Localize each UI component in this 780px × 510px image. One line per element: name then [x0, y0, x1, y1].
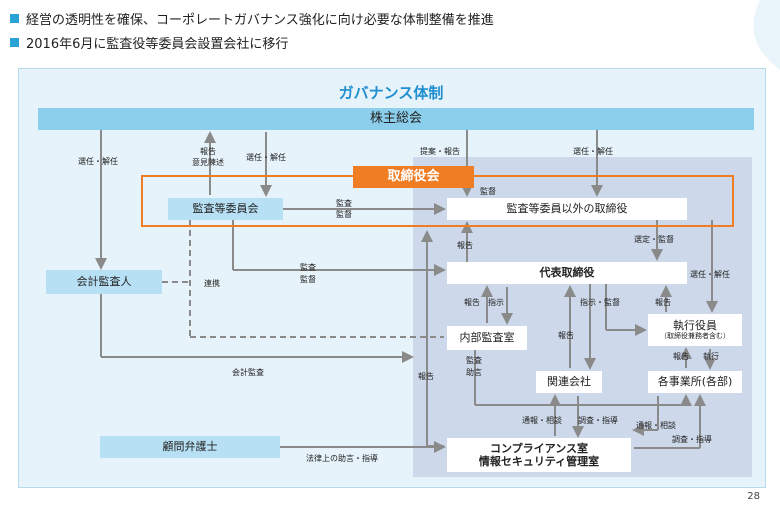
label-advice: 助言 [466, 368, 482, 377]
bullet-2-text: 2016年6月に監査役等委員会設置会社に移行 [26, 37, 289, 52]
label-elect-dismiss-directors: 選任・解任 [573, 147, 613, 156]
label-accounting-audit: 会計監査 [232, 368, 264, 377]
label-audit-2: 監査 [300, 263, 316, 272]
label-supervise-2: 監督 [300, 275, 316, 284]
executive-officers-box: 執行役員 （取締役兼務者含む） [648, 314, 742, 346]
related-companies-box: 関連会社 [536, 371, 602, 393]
internal-audit-office-box: 内部監査室 [447, 326, 527, 350]
label-report-compliance: 報告 [418, 372, 434, 381]
label-propose-report: 提案・報告 [420, 147, 460, 156]
compliance-office-box: コンプライアンス室 情報セキュリティ管理室 [447, 438, 631, 472]
shareholders-meeting-box: 株主総会 [38, 108, 754, 130]
label-cooperation: 連携 [204, 279, 220, 288]
information-security-office-title: 情報セキュリティ管理室 [478, 455, 600, 468]
bullet-1: 経営の透明性を確保、コーポレートガバナンス強化に向け必要な体制整備を推進 [10, 9, 494, 28]
label-appoint-supervise: 選定・監督 [634, 235, 674, 244]
label-report-board: 報告 [457, 241, 473, 250]
label-report-internal-audit: 報告 [464, 298, 480, 307]
board-of-directors-box: 取締役会 [353, 166, 474, 188]
label-report-related: 報告 [558, 331, 574, 340]
label-report: 報告 [200, 147, 216, 156]
label-notify-consult-1: 通報・相談 [522, 416, 562, 425]
label-execute: 執行 [703, 352, 719, 361]
executive-officers-note: （取締役兼務者含む） [660, 332, 730, 341]
label-report-divisions: 報告 [673, 352, 689, 361]
bullet-2: 2016年6月に監査役等委員会設置会社に移行 [10, 33, 288, 52]
label-supervise-top: 監督 [480, 187, 496, 196]
bullet-square-icon [10, 14, 19, 23]
label-instruct-internal-audit: 指示 [488, 298, 504, 307]
label-elect-dismiss-committee: 選任・解任 [246, 153, 286, 162]
label-instruct-supervise: 指示・監督 [580, 298, 620, 307]
label-investigate-guide-1: 調査・指導 [578, 416, 618, 425]
divisions-box: 各事業所(各部) [648, 371, 742, 393]
label-audit-1: 監査 [336, 199, 352, 208]
audit-committee-box: 監査等委員会 [168, 198, 283, 220]
label-investigate-guide-2: 調査・指導 [672, 435, 712, 444]
representative-director-box: 代表取締役 [447, 262, 687, 284]
diagram-title: ガバナンス体制 [338, 84, 444, 102]
label-opinion: 意見陳述 [192, 158, 224, 167]
corner-decoration-icon [753, 0, 780, 70]
label-audit-3: 監査 [466, 356, 482, 365]
label-elect-dismiss-auditor: 選任・解任 [78, 157, 118, 166]
bullet-square-icon [10, 38, 19, 47]
label-notify-consult-2: 通報・相談 [636, 421, 676, 430]
label-elect-dismiss-executives: 選任・解任 [690, 270, 730, 279]
accounting-auditor-box: 会計監査人 [46, 270, 162, 294]
label-report-executives: 報告 [655, 298, 671, 307]
other-directors-box: 監査等委員以外の取締役 [447, 198, 687, 220]
executive-officers-title: 執行役員 [673, 319, 717, 333]
label-supervise-1: 監督 [336, 210, 352, 219]
legal-advisor-box: 顧問弁護士 [100, 436, 280, 458]
label-legal-advice: 法律上の助言・指導 [306, 454, 378, 463]
page-number: 28 [747, 491, 760, 502]
bullet-1-text: 経営の透明性を確保、コーポレートガバナンス強化に向け必要な体制整備を推進 [26, 13, 494, 28]
compliance-office-title: コンプライアンス室 [489, 441, 588, 455]
